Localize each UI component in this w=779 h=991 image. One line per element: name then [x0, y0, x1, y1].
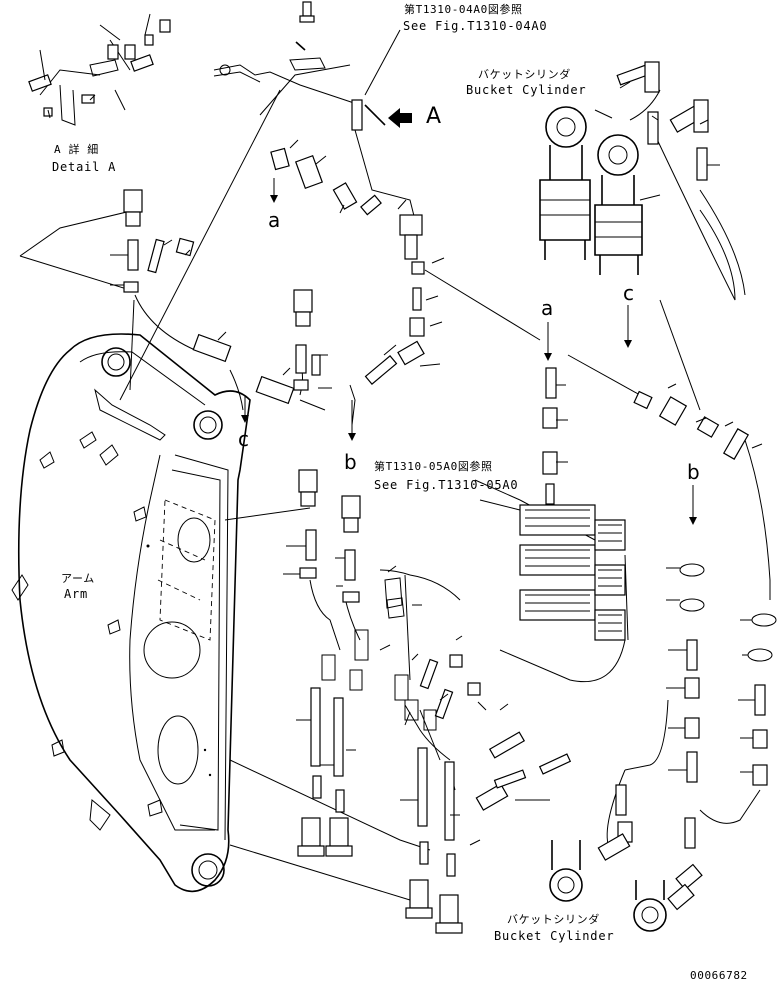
bucket-cylinder-top-en: Bucket Cylinder — [466, 83, 587, 97]
bucket-cylinder-bottom-jp: バケットシリンダ — [507, 913, 600, 926]
detail-a-en: Detail A — [52, 160, 117, 174]
view-letter-a: A — [426, 104, 442, 129]
leader-lines — [19, 39, 771, 901]
fittings-left — [123, 189, 321, 405]
ref-middle-en: See Fig.T1310-05A0 — [374, 478, 519, 492]
detail-a-jp: A 詳 細 — [54, 143, 99, 156]
fittings-right — [519, 367, 777, 911]
fittings-center — [297, 469, 572, 934]
arrows — [241, 29, 697, 525]
label-a-left: a — [268, 208, 281, 232]
detail-a-drawing — [28, 19, 171, 126]
part-leaders — [39, 13, 763, 846]
label-b-right: b — [687, 460, 700, 484]
bucket-cylinder-bottom-en: Bucket Cylinder — [494, 929, 615, 943]
label-a-right: a — [541, 296, 554, 320]
ref-top-en: See Fig.T1310-04A0 — [403, 19, 548, 33]
label-c-left: c — [238, 427, 249, 451]
fittings-top — [213, 1, 425, 385]
arm-jp: アーム — [61, 572, 95, 585]
ref-middle-jp: 第T1310-05A0図参照 — [374, 460, 493, 473]
bucket-cylinder-top-drawing — [539, 61, 709, 275]
arm-en: Arm — [64, 587, 89, 601]
arm-body — [11, 333, 251, 893]
valve-bank — [519, 504, 626, 641]
ref-top-jp: 第T1310-04A0図参照 — [404, 3, 523, 16]
bucket-cylinder-top-jp: バケットシリンダ — [478, 68, 571, 81]
drawing-number: 00066782 — [690, 969, 748, 982]
label-b-left: b — [344, 450, 357, 474]
label-c-right: c — [623, 281, 634, 305]
bucket-cylinder-bottom-drawing — [549, 840, 667, 932]
